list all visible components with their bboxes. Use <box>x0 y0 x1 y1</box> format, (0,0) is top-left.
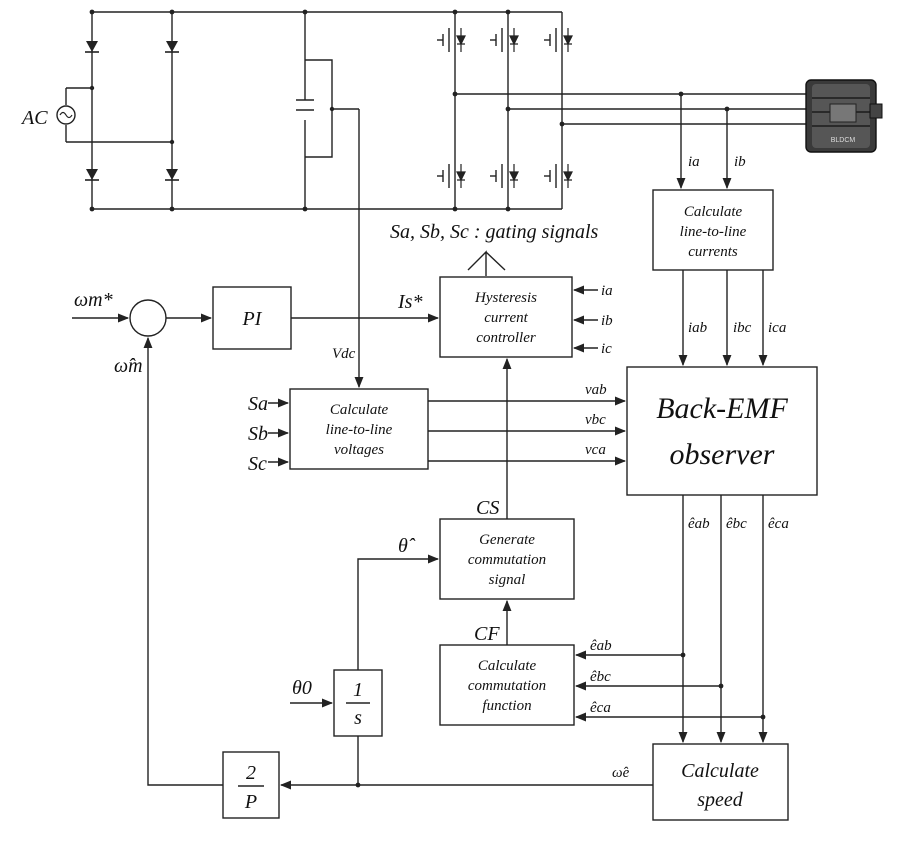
gen-comm-line3: signal <box>489 572 526 588</box>
summing-junction-icon <box>129 299 167 337</box>
ac-label: AC <box>20 107 48 129</box>
calc-currents-line3: currents <box>688 244 738 260</box>
theta-hat-label: θ̂ <box>398 535 416 557</box>
calc-voltages-line2: line-to-line <box>326 422 393 438</box>
block-hysteresis: Hysteresis current controller <box>439 276 573 358</box>
igbt-icon <box>436 163 466 189</box>
gain-num: 2 <box>246 762 256 784</box>
omega-ref-label: ωm* <box>74 289 113 311</box>
block-calc-voltages: Calculate line-to-line voltages <box>289 388 429 470</box>
calc-voltages-line1: Calculate <box>330 402 389 418</box>
eca-label: êca <box>768 516 789 532</box>
hc-ib-label: ib <box>601 313 613 329</box>
calc-speed-line1: Calculate <box>681 760 759 782</box>
block-calc-commutation-function: Calculate commutation function <box>439 644 575 726</box>
omega-hat-m-label: ω̂m <box>114 355 143 377</box>
vca-label: vca <box>585 442 606 458</box>
motor-badge: BLDCM <box>831 137 856 144</box>
diode-icon <box>164 168 180 181</box>
calc-speed-line2: speed <box>697 789 744 811</box>
omega-hat-e-label: ω̂e <box>612 765 630 781</box>
sb-label: Sb <box>248 423 268 445</box>
hysteresis-line2: current <box>484 310 528 326</box>
gain-den: P <box>244 791 257 813</box>
ebc-label: êbc <box>726 516 747 532</box>
block-gain-2-over-p: 2 P <box>222 751 280 819</box>
observer-line2: observer <box>670 438 775 471</box>
comm-func-line3: function <box>482 698 531 714</box>
is-ref-label: Is* <box>397 291 422 313</box>
power-stage: AC <box>20 9 808 212</box>
ib-label: ib <box>734 154 746 170</box>
igbt-icon <box>436 27 466 53</box>
eab-cf-label: êab <box>590 638 612 654</box>
calc-voltages-line3: voltages <box>334 442 384 458</box>
ebc-cf-label: êbc <box>590 669 611 685</box>
igbt-icon <box>489 163 519 189</box>
ia-label: ia <box>688 154 700 170</box>
hc-ic-label: ic <box>601 341 612 357</box>
block-back-emf-observer: Back-EMF observer <box>626 366 818 496</box>
igbt-icon <box>543 163 573 189</box>
comm-func-line2: commutation <box>468 678 546 694</box>
calc-currents-line2: line-to-line <box>680 224 747 240</box>
comm-func-line1: Calculate <box>478 658 537 674</box>
integrator-den: s <box>354 707 362 729</box>
igbt-icon <box>543 27 573 53</box>
cf-label: CF <box>474 623 500 645</box>
integrator-num: 1 <box>353 679 363 701</box>
ica-label: ica <box>768 320 786 336</box>
block-integrator: 1 s <box>333 669 383 737</box>
eab-label: êab <box>688 516 710 532</box>
cs-label: CS <box>476 497 499 519</box>
diode-icon <box>84 40 100 53</box>
theta0-label: θ0 <box>292 677 312 699</box>
hysteresis-line3: controller <box>476 330 536 346</box>
gen-comm-line1: Generate <box>479 532 535 548</box>
hysteresis-line1: Hysteresis <box>474 290 537 306</box>
diode-icon <box>84 168 100 181</box>
block-calc-currents: Calculate line-to-line currents <box>652 189 774 271</box>
pi-label: PI <box>242 308 263 330</box>
sa-label: Sa <box>248 393 268 415</box>
observer-line1: Back-EMF <box>656 392 788 425</box>
block-calc-speed: Calculate speed <box>652 743 789 821</box>
block-generate-commutation: Generate commutation signal <box>439 518 575 600</box>
vdc-label: Vdc <box>332 346 356 362</box>
vab-label: vab <box>585 382 607 398</box>
gen-comm-line2: commutation <box>468 552 546 568</box>
hc-ia-label: ia <box>601 283 613 299</box>
iab-label: iab <box>688 320 708 336</box>
sc-label: Sc <box>248 453 267 475</box>
igbt-icon <box>489 27 519 53</box>
diode-icon <box>164 40 180 53</box>
ibc-label: ibc <box>733 320 752 336</box>
vbc-label: vbc <box>585 412 606 428</box>
bldc-motor-icon: BLDCM <box>805 79 883 153</box>
block-pi: PI <box>212 286 292 350</box>
calc-currents-line1: Calculate <box>684 204 743 220</box>
eca-cf-label: êca <box>590 700 611 716</box>
gating-signals-label: Sa, Sb, Sc : gating signals <box>390 221 599 243</box>
